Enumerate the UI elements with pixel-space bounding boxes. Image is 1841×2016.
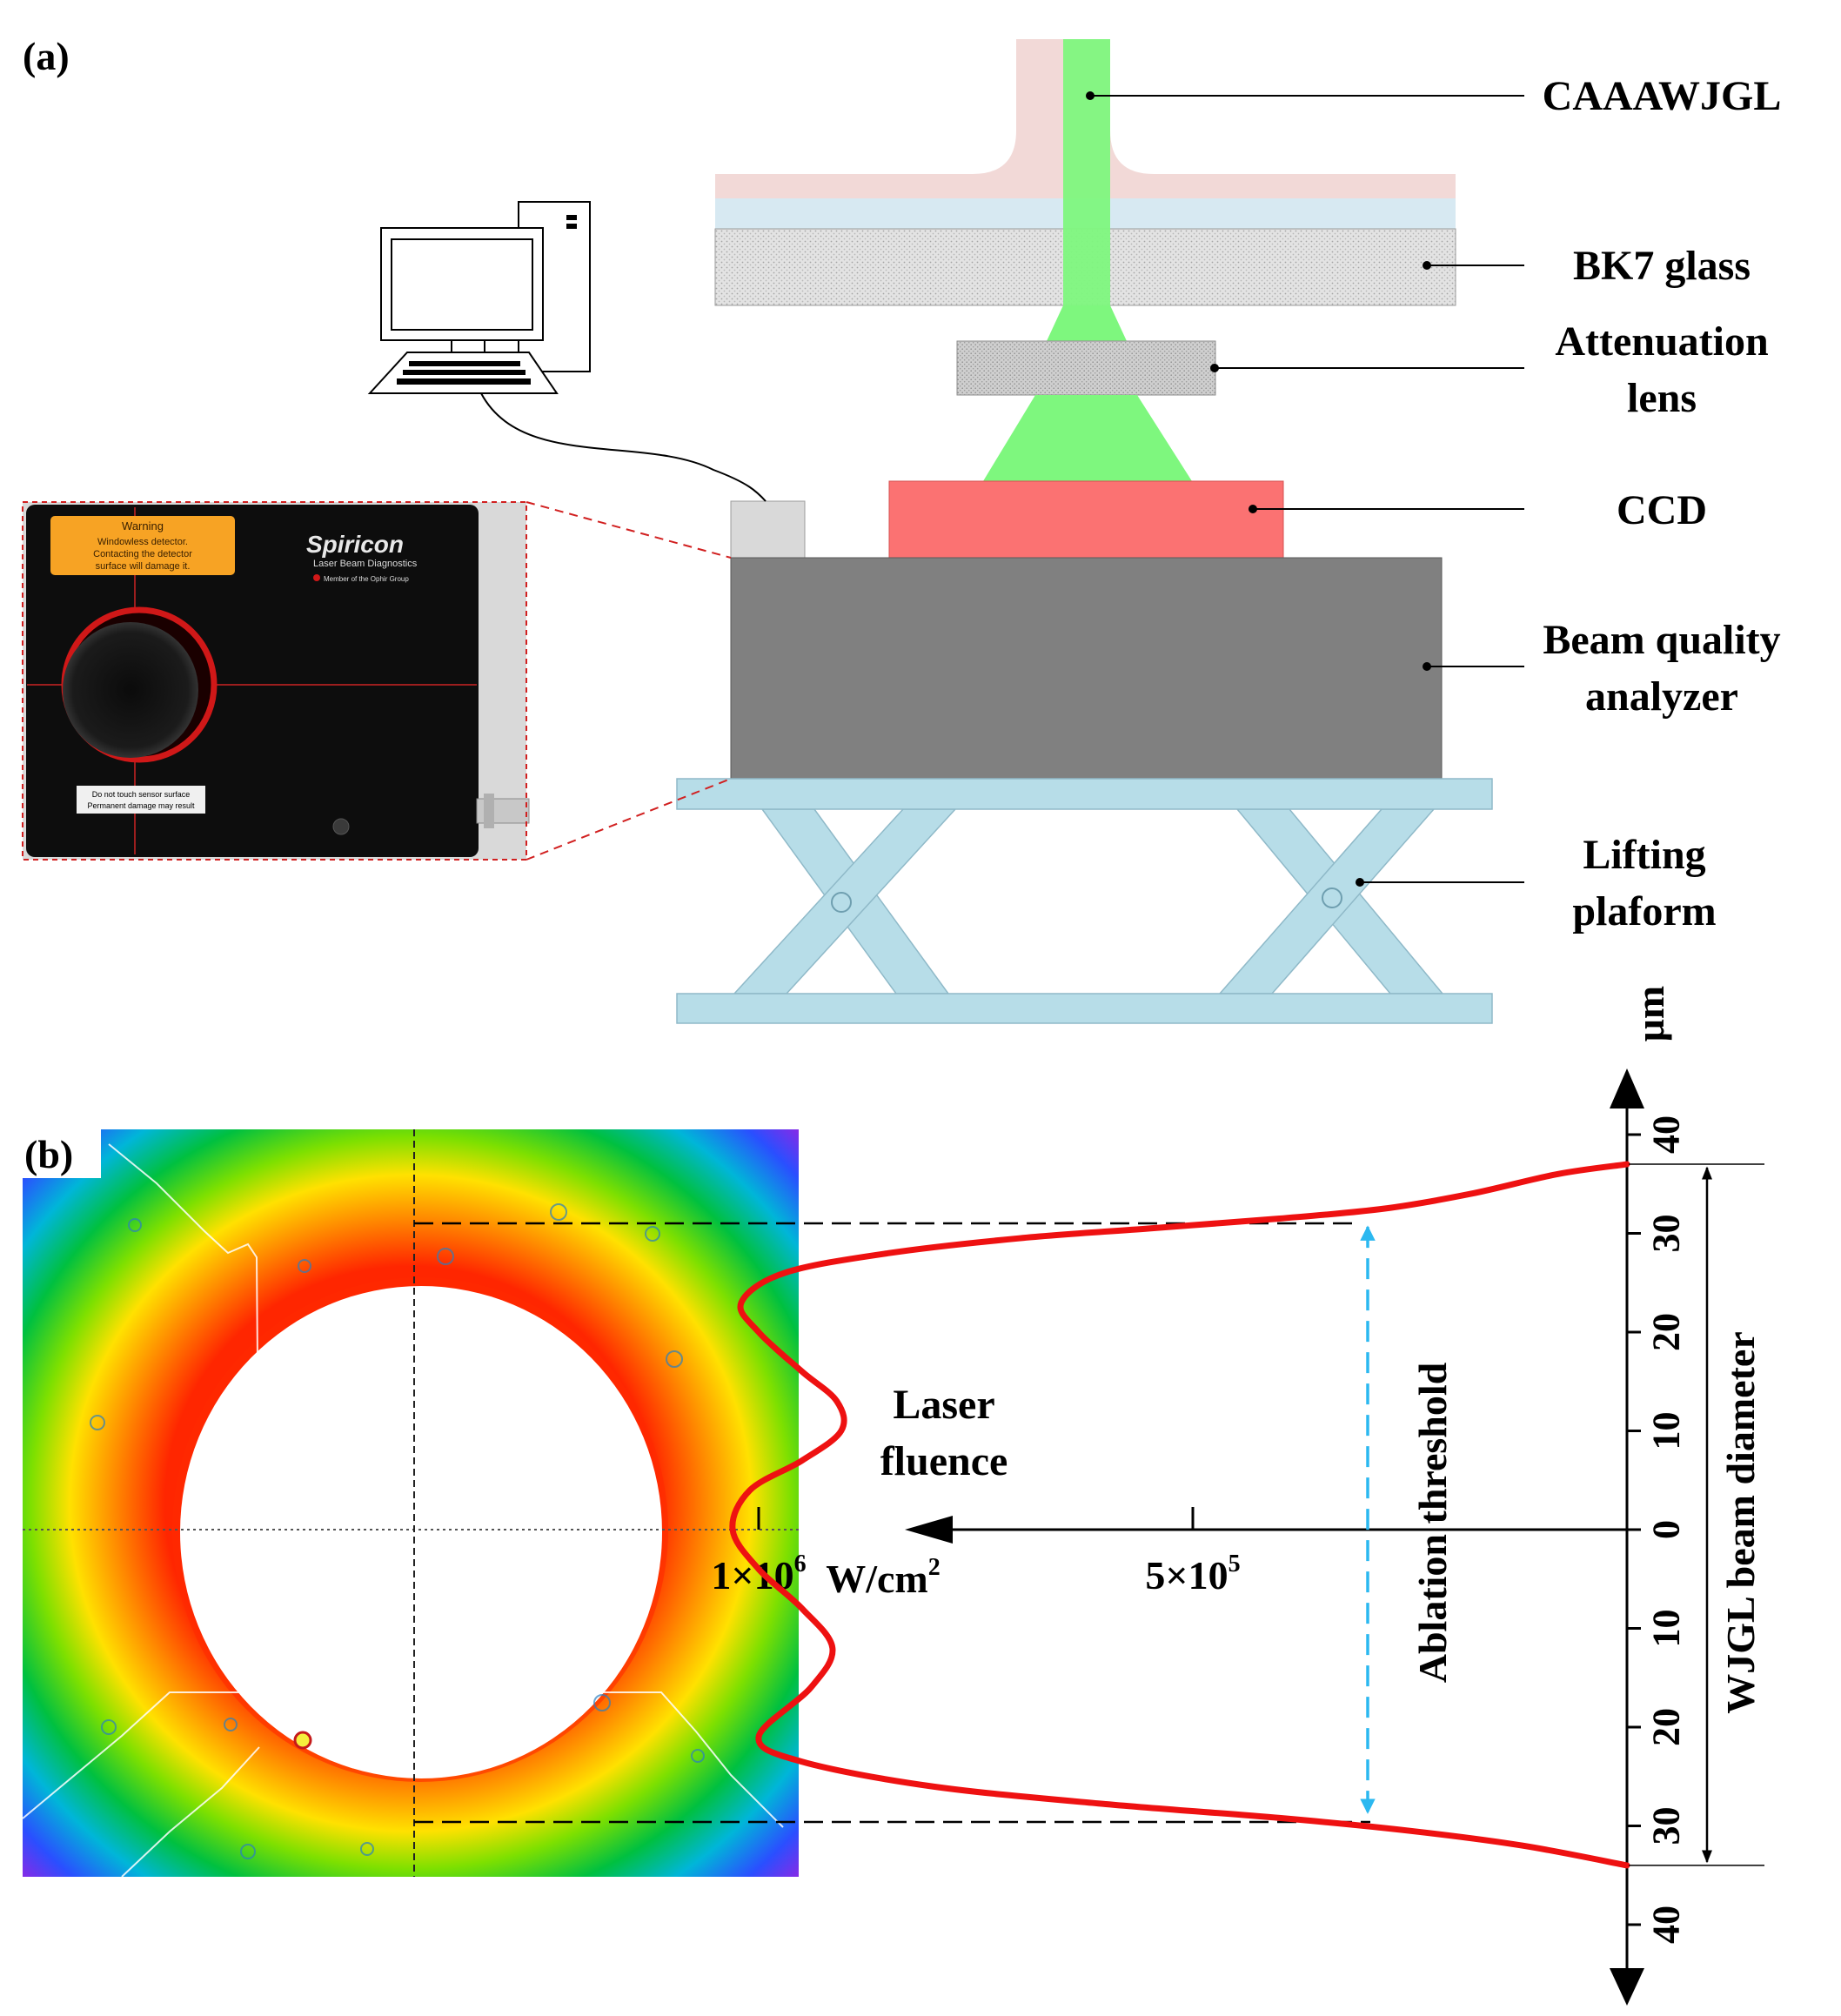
photo-warning-line1: Windowless detector. — [97, 537, 188, 547]
y-ticks: 40 30 20 10 0 10 20 30 40 — [1627, 1115, 1688, 1944]
y-tick-label: 10 — [1645, 1610, 1688, 1648]
x-tick-label: 1×106 — [711, 1551, 806, 1597]
label-lifting: Lifting — [1583, 832, 1705, 878]
x-axis-title-laser: Laser — [893, 1382, 994, 1428]
x-axis-arrow — [905, 1516, 953, 1544]
x-axis-unit-sup: 2 — [928, 1554, 941, 1581]
analyzer-block — [730, 557, 1443, 780]
photo-brand: Spiricon — [306, 531, 404, 558]
label-attenuation: Attenuation — [1555, 318, 1768, 365]
photo-brand-member: Member of the Ophir Group — [324, 575, 409, 583]
photo-notice-line2: Permanent damage may result — [87, 801, 195, 810]
y-tick-label: 40 — [1645, 1115, 1688, 1154]
zoom-line-bottom — [526, 778, 732, 861]
panel-b-label-bg — [23, 1129, 101, 1178]
beam-profile-image — [23, 1129, 799, 1877]
y-axis-unit: μm — [1628, 986, 1672, 1041]
leader-lines — [1086, 91, 1524, 887]
photo-warning-title: Warning — [122, 519, 164, 532]
photo-notice-line1: Do not touch sensor surface — [92, 790, 191, 799]
y-tick-label: 20 — [1645, 1313, 1688, 1351]
x-axis-title-fluence: fluence — [880, 1438, 1008, 1484]
beam-cone-upper — [1047, 305, 1127, 341]
photo-warning-line2: Contacting the detector — [93, 549, 192, 559]
detector-photo: Warning Windowless detector. Contacting … — [22, 501, 530, 861]
y-tick-label: 30 — [1645, 1807, 1688, 1845]
profile-curve — [729, 1161, 1630, 1869]
label-analyzer: analyzer — [1585, 673, 1738, 720]
profile-chart: 40 30 20 10 0 10 20 30 40 1×106 5×105 μm Laser fl… — [711, 986, 1764, 2006]
x-axis-unit: W/cm2 — [826, 1554, 941, 1601]
label-lens: lens — [1627, 375, 1697, 421]
label-ccd: CCD — [1617, 487, 1707, 533]
ablation-threshold-label: Ablation threshold — [1410, 1362, 1455, 1683]
x-tick-label: 5×105 — [1145, 1551, 1240, 1597]
panel-a: (a) — [22, 34, 1782, 1024]
label-beam-quality: Beam quality — [1543, 617, 1780, 663]
label-plaform: plaform — [1572, 888, 1716, 934]
panel-a-label: (a) — [23, 34, 70, 78]
photo-brand-sub: Laser Beam Diagnostics — [313, 559, 418, 569]
y-axis-arrow-top — [1610, 1068, 1644, 1108]
y-tick-label: 40 — [1645, 1905, 1688, 1944]
speckles — [90, 1203, 705, 1859]
jet-column — [1063, 39, 1110, 305]
lifting-platform — [676, 778, 1493, 1024]
photo-warning-line3: surface will damage it. — [96, 561, 191, 572]
beam-cone-lower — [983, 395, 1192, 481]
y-tick-label: 20 — [1645, 1708, 1688, 1746]
attenuation-lens — [956, 340, 1216, 396]
panel-b: (b) 40 30 20 10 0 10 20 30 40 1×106 5×105 μm Lase… — [23, 986, 1764, 2006]
label-bk7-glass: BK7 glass — [1573, 243, 1751, 289]
y-tick-label: 30 — [1645, 1215, 1688, 1253]
zoom-line-top — [526, 501, 732, 559]
label-caaawjgl: CAAAWJGL — [1543, 73, 1782, 119]
y-tick-label: 10 — [1645, 1412, 1688, 1450]
y-axis-arrow-bottom — [1610, 1968, 1644, 2006]
y-tick-label: 0 — [1645, 1520, 1688, 1539]
beam-diameter-label: WJGL beam diameter — [1718, 1331, 1763, 1714]
panel-b-label: (b) — [24, 1132, 73, 1176]
usb-cable — [480, 392, 767, 502]
ccd-block — [888, 480, 1284, 559]
connector-block — [730, 500, 806, 559]
computer-icon — [367, 201, 591, 394]
